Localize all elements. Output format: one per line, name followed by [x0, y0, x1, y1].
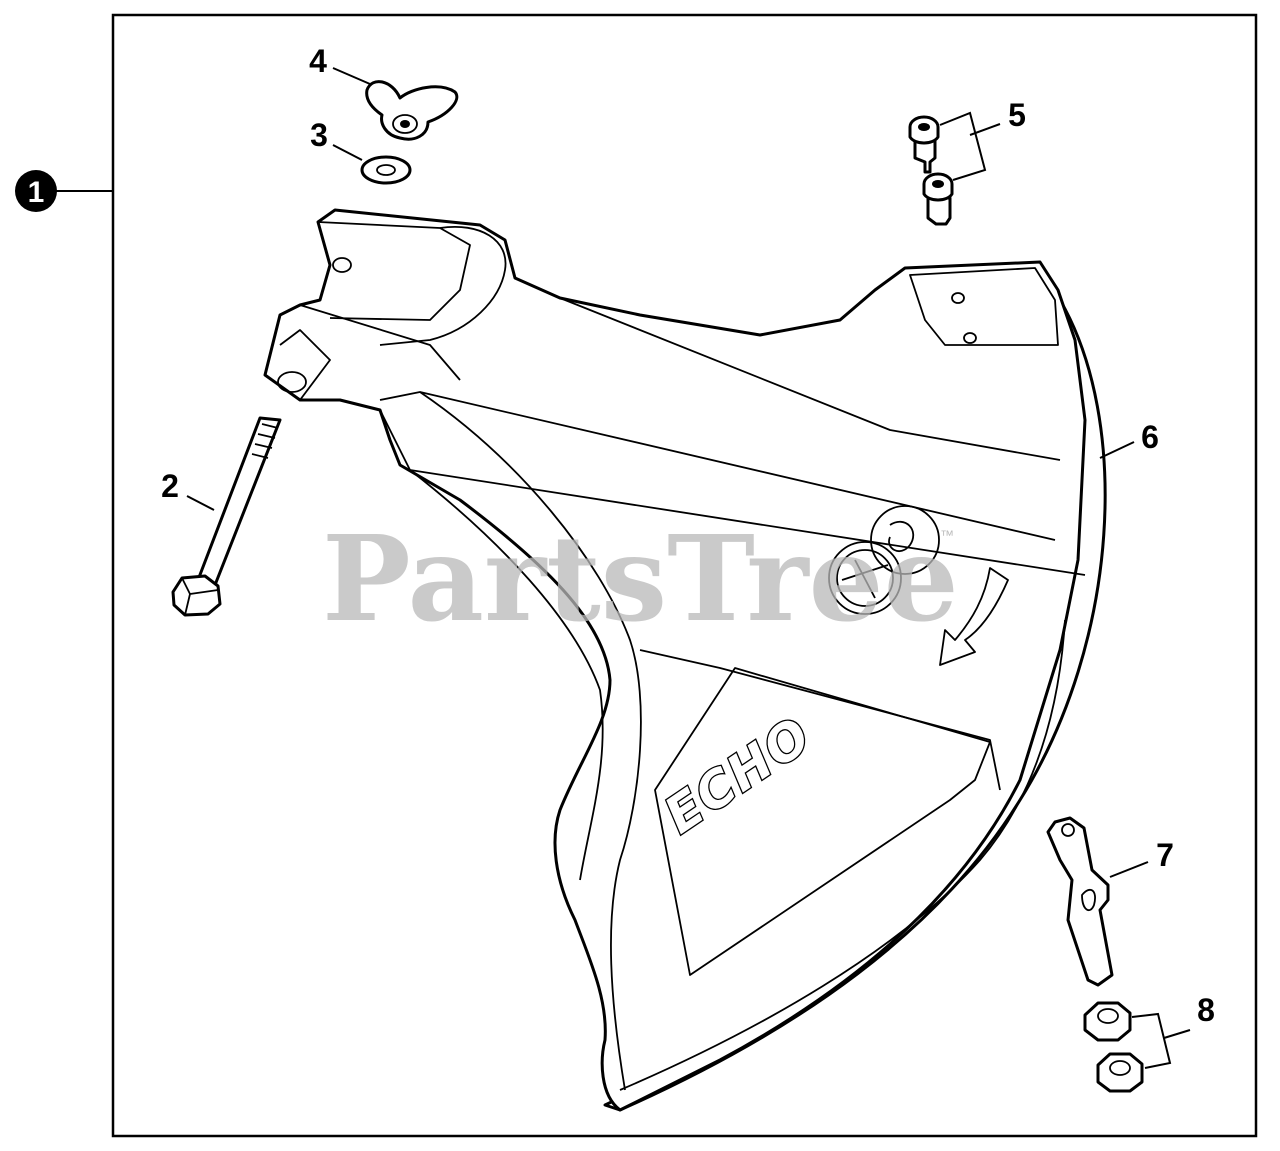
svg-text:8: 8	[1197, 992, 1215, 1028]
assembly-callout-1[interactable]: 1	[15, 170, 113, 212]
nuts-part-8[interactable]	[1083, 1001, 1144, 1093]
callout-5[interactable]: 5	[939, 97, 1026, 181]
callout-8[interactable]: 8	[1131, 992, 1215, 1069]
svg-text:4: 4	[309, 43, 327, 79]
svg-text:1: 1	[28, 176, 45, 209]
svg-text:7: 7	[1156, 837, 1174, 873]
bolt-part-2[interactable]	[171, 416, 282, 617]
svg-text:PartsTree: PartsTree	[322, 509, 959, 648]
watermark: PartsTree ™	[322, 509, 959, 648]
guard-part-6[interactable]: ECHO	[263, 208, 1107, 1112]
bracket-part-7[interactable]	[1046, 816, 1114, 987]
callout-6[interactable]: 6	[1099, 419, 1159, 459]
screws-part-5[interactable]	[908, 115, 954, 226]
svg-text:5: 5	[1008, 97, 1026, 133]
svg-text:3: 3	[310, 117, 328, 153]
callout-4[interactable]: 4	[309, 43, 371, 85]
svg-text:™: ™	[940, 527, 954, 543]
callout-3[interactable]: 3	[310, 117, 363, 161]
wing-nut-part-4[interactable]	[365, 80, 459, 141]
callout-7[interactable]: 7	[1109, 837, 1174, 878]
callout-2[interactable]: 2	[161, 468, 215, 511]
washer-part-3[interactable]	[360, 155, 412, 185]
svg-text:2: 2	[161, 468, 179, 504]
svg-text:6: 6	[1141, 419, 1159, 455]
